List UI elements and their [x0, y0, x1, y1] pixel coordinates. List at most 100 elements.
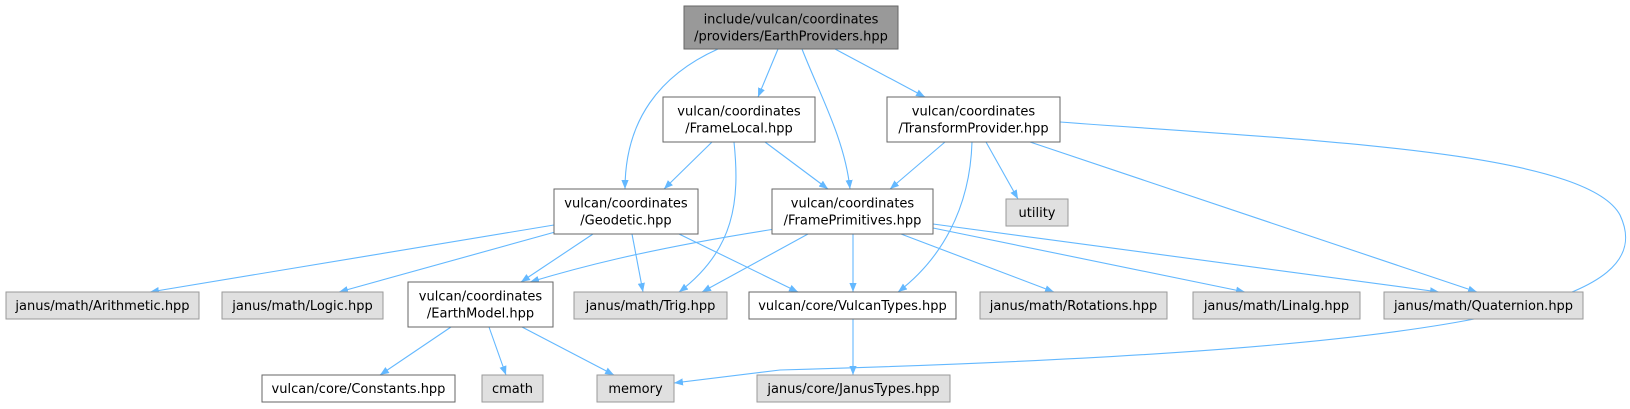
edge-earth-model-to-constants — [379, 326, 452, 376]
node-rotations: janus/math/Rotations.hpp — [979, 291, 1168, 320]
node-utility: utility — [1005, 198, 1069, 227]
node-box — [979, 291, 1168, 320]
edge-frame-primitives-to-trig — [701, 233, 809, 293]
node-label-line: janus/math/Arithmetic.hpp — [14, 299, 189, 314]
node-trig: janus/math/Trig.hpp — [573, 291, 728, 320]
node-box — [1383, 291, 1584, 320]
node-label-line: /EarthModel.hpp — [427, 307, 534, 322]
node-label-line: janus/math/Quaternion.hpp — [1393, 299, 1573, 314]
node-label-line: vulcan/coordinates — [791, 197, 915, 212]
edge-arrow — [900, 233, 1055, 293]
node-box — [748, 291, 957, 320]
edge-arrow — [764, 141, 829, 190]
node-label-line: vulcan/core/VulcanTypes.hpp — [758, 299, 947, 314]
edge-arrow — [488, 326, 507, 376]
edge-arrow — [520, 233, 594, 283]
edge-arrow — [932, 227, 1246, 294]
node-constants[interactable]: vulcan/core/Constants.hpp — [261, 374, 456, 403]
edge-arrow — [801, 48, 853, 190]
edge-earth-model-to-memory — [521, 326, 615, 376]
edge-geodetic-to-logic — [338, 228, 567, 294]
edge-geodetic-to-arithmetic — [149, 224, 555, 295]
edge-earth-providers-to-frame-primitives — [801, 48, 853, 190]
node-label-line: janus/math/Linalg.hpp — [1203, 299, 1349, 314]
node-box — [407, 281, 554, 328]
edge-transform-provider-to-utility — [985, 141, 1019, 200]
node-earth-model[interactable]: vulcan/coordinates/EarthModel.hpp — [407, 281, 554, 328]
edge-geodetic-to-earth-model — [520, 233, 594, 283]
node-logic: janus/math/Logic.hpp — [221, 291, 384, 320]
edge-arrow — [757, 48, 779, 98]
node-geodetic[interactable]: vulcan/coordinates/Geodetic.hpp — [553, 188, 699, 235]
node-box — [573, 291, 728, 320]
node-transform-provider[interactable]: vulcan/coordinates/TransformProvider.hpp — [886, 96, 1061, 143]
node-cmath: cmath — [481, 374, 544, 403]
edge-frame-primitives-to-linalg — [932, 227, 1246, 294]
edge-earth-providers-to-frame-local — [757, 48, 779, 98]
edge-frame-local-to-trig — [678, 141, 737, 293]
edge-earth-providers-to-transform-provider — [834, 48, 926, 98]
edge-geodetic-to-vulcan-types — [678, 233, 799, 293]
node-label-line: vulcan/core/Constants.hpp — [272, 382, 446, 397]
node-label-line: /providers/EarthProviders.hpp — [694, 30, 888, 45]
node-box — [5, 291, 200, 320]
edge-transform-provider-to-quaternion — [1029, 141, 1478, 293]
node-label-line: /TransformProvider.hpp — [898, 122, 1048, 137]
edge-frame-local-to-frame-primitives — [764, 141, 829, 190]
node-box — [1005, 198, 1069, 227]
edge-arrow — [678, 141, 737, 293]
node-label-line: /FramePrimitives.hpp — [784, 214, 922, 229]
edge-arrow — [1029, 141, 1478, 293]
node-earth-providers[interactable]: include/vulcan/coordinates/providers/Ear… — [683, 5, 899, 50]
edges-layer — [149, 48, 1627, 386]
node-box — [756, 374, 951, 403]
node-quaternion: janus/math/Quaternion.hpp — [1383, 291, 1584, 320]
node-box — [481, 374, 544, 403]
node-box — [596, 374, 675, 403]
edge-arrow — [631, 233, 645, 293]
edge-arrow — [663, 141, 713, 190]
edge-transform-provider-to-memory — [673, 121, 1627, 386]
edge-arrow — [529, 228, 776, 283]
node-label-line: vulcan/coordinates — [677, 105, 801, 120]
edge-arrow — [379, 326, 452, 376]
node-label-line: cmath — [492, 382, 533, 397]
node-frame-primitives[interactable]: vulcan/coordinates/FramePrimitives.hpp — [771, 188, 934, 235]
node-label-line: vulcan/coordinates — [419, 290, 543, 305]
edge-transform-provider-to-frame-primitives — [889, 141, 946, 190]
node-memory: memory — [596, 374, 675, 403]
node-box — [683, 5, 899, 50]
node-box — [553, 188, 699, 235]
edge-frame-primitives-to-rotations — [900, 233, 1055, 293]
node-box — [771, 188, 934, 235]
node-label-line: janus/math/Logic.hpp — [231, 299, 372, 314]
edge-arrow — [985, 141, 1019, 200]
edge-earth-model-to-cmath — [488, 326, 507, 376]
node-vulcan-types[interactable]: vulcan/core/VulcanTypes.hpp — [748, 291, 957, 320]
edge-arrow — [621, 48, 719, 190]
edge-arrow — [834, 48, 926, 98]
edge-arrow — [673, 121, 1627, 386]
node-label-line: /FrameLocal.hpp — [685, 122, 792, 137]
node-label-line: vulcan/coordinates — [912, 105, 1036, 120]
nodes-layer: include/vulcan/coordinates/providers/Ear… — [5, 5, 1584, 403]
node-label-line: /Geodetic.hpp — [580, 214, 671, 229]
edge-arrow — [701, 233, 809, 293]
edge-transform-provider-to-vulcan-types — [897, 141, 973, 293]
edge-arrow — [897, 141, 973, 293]
node-label-line: janus/core/JanusTypes.hpp — [766, 382, 939, 397]
edge-frame-primitives-to-earth-model — [529, 228, 776, 283]
node-label-line: janus/math/Trig.hpp — [585, 299, 716, 314]
node-label-line: include/vulcan/coordinates — [704, 13, 879, 28]
edge-arrow — [889, 141, 946, 190]
edge-earth-providers-to-geodetic — [621, 48, 719, 190]
node-label-line: memory — [608, 382, 663, 397]
edge-geodetic-to-trig — [631, 233, 645, 293]
node-frame-local[interactable]: vulcan/coordinates/FrameLocal.hpp — [662, 96, 816, 143]
node-box — [886, 96, 1061, 143]
node-janus-types: janus/core/JanusTypes.hpp — [756, 374, 951, 403]
node-label-line: janus/math/Rotations.hpp — [989, 299, 1158, 314]
node-box — [662, 96, 816, 143]
node-linalg: janus/math/Linalg.hpp — [1192, 291, 1361, 320]
